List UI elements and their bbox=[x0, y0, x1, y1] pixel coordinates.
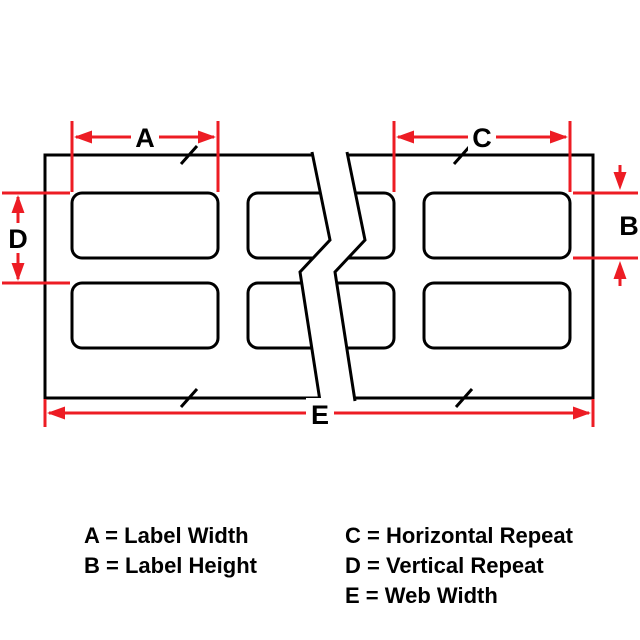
dim-b-label: B bbox=[619, 211, 639, 241]
dim-a-label: A bbox=[135, 123, 155, 153]
break-gap bbox=[300, 150, 365, 403]
label-cell bbox=[70, 281, 220, 350]
break-slash-top-right bbox=[452, 145, 472, 165]
legend-column-right: C = Horizontal Repeat D = Vertical Repea… bbox=[345, 521, 573, 611]
dim-e-label: E bbox=[311, 400, 329, 430]
break-slash-top-left bbox=[179, 145, 199, 165]
dim-a-arrowhead-left bbox=[74, 130, 92, 144]
dim-c-label: C bbox=[472, 123, 492, 153]
dim-a-label-bg bbox=[131, 121, 159, 151]
diagram-drawing: A C B D E bbox=[2, 121, 639, 430]
legend-column-left: A = Label Width B = Label Height bbox=[84, 521, 257, 581]
label-cell bbox=[70, 191, 220, 260]
dim-a-arrowhead-right bbox=[198, 130, 216, 144]
legend-item-horizontal-repeat: C = Horizontal Repeat bbox=[345, 523, 573, 548]
legend-item-vertical-repeat: D = Vertical Repeat bbox=[345, 553, 544, 578]
dim-c-arrowhead-left bbox=[396, 130, 414, 144]
dim-d-label: D bbox=[8, 224, 28, 254]
dim-b-arrowhead-down bbox=[613, 172, 627, 190]
break-line-left bbox=[298, 151, 332, 402]
dim-e-arrowhead-right bbox=[573, 406, 591, 420]
label-cell bbox=[422, 281, 572, 350]
dim-c-arrowhead-right bbox=[550, 130, 568, 144]
dim-d-arrowhead-up bbox=[11, 195, 25, 213]
legend-item-label-width: A = Label Width bbox=[84, 523, 249, 548]
legend-item-label-height: B = Label Height bbox=[84, 553, 257, 578]
break-line-right bbox=[333, 151, 367, 402]
dim-e-arrowhead-left bbox=[47, 406, 65, 420]
break-slash-bottom-left bbox=[179, 388, 199, 408]
dim-c-label-bg bbox=[468, 121, 496, 151]
dim-b-arrowhead-up bbox=[613, 261, 627, 279]
dim-d-arrowhead-down bbox=[11, 263, 25, 281]
label-cell bbox=[422, 191, 572, 260]
dim-e-label-bg bbox=[306, 398, 334, 428]
legend-item-web-width: E = Web Width bbox=[345, 583, 498, 608]
break-slash-bottom-right bbox=[454, 388, 474, 408]
dim-d-label-bg bbox=[3, 223, 33, 253]
